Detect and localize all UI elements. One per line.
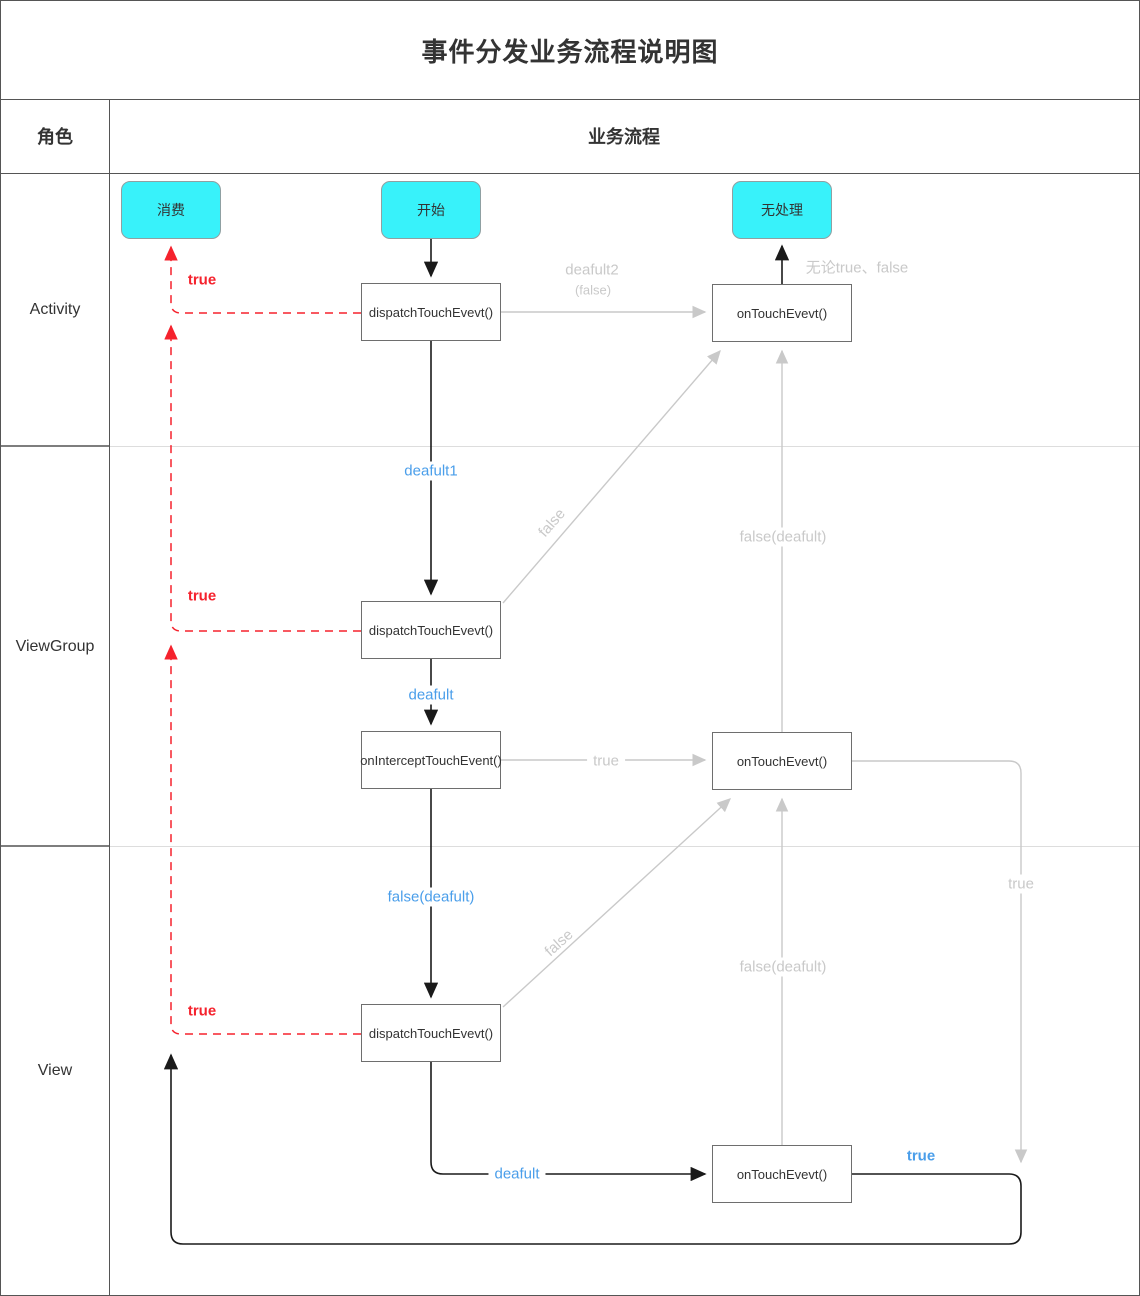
label-deafult1: deafult1 xyxy=(398,461,464,481)
node-viewgroup-intercept: onInterceptTouchEvent() xyxy=(360,731,502,789)
label-deafult-bottom: deafult xyxy=(488,1164,546,1184)
edge-view-dispatch-false-diagonal xyxy=(502,798,732,1008)
node-start: 开始 xyxy=(381,181,481,239)
lane-label-view: View xyxy=(37,1062,73,1079)
page-title: 事件分发业务流程说明图 xyxy=(421,36,719,67)
label-true-bottom: true xyxy=(906,1147,936,1165)
node-consume: 消费 xyxy=(121,181,221,239)
edge-viewgroup-ontouch-true-right xyxy=(852,760,1028,1164)
lane-divider-1-left xyxy=(1,445,109,447)
label-false-diagonal-lower: false xyxy=(541,926,577,960)
label-true-right: true xyxy=(1002,874,1040,894)
label-false-deafult-blue: false(deafult) xyxy=(381,887,481,907)
node-no-handle: 无处理 xyxy=(732,181,832,239)
label-view-true: true xyxy=(187,1002,217,1020)
label-true-mid: true xyxy=(587,751,625,771)
node-viewgroup-ontouch: onTouchEvevt() xyxy=(712,732,852,790)
lane-divider-2-main xyxy=(110,846,1139,847)
edge-view-ontouch-true-loop xyxy=(163,1053,1022,1245)
edge-viewgroup-true-return xyxy=(164,324,361,632)
label-deafult-mid: deafult xyxy=(402,685,460,705)
label-no-matter-true-false: 无论true、false xyxy=(805,259,909,277)
lane-label-viewgroup: ViewGroup xyxy=(15,638,95,655)
lane-label-activity: Activity xyxy=(29,301,81,318)
label-viewgroup-true: true xyxy=(187,587,217,605)
node-view-dispatch: dispatchTouchEvevt() xyxy=(361,1004,501,1062)
process-header-label: 业务流程 xyxy=(588,127,660,147)
role-column-header: 角色 xyxy=(1,99,109,173)
title-bar: 事件分发业务流程说明图 xyxy=(1,1,1139,100)
label-deafult2: deafult2 xyxy=(565,261,619,279)
label-false-diagonal-upper: false xyxy=(535,505,569,541)
edge-view-dispatch-to-view-ontouch xyxy=(430,1062,707,1182)
node-activity-ontouch: onTouchEvevt() xyxy=(712,284,852,342)
node-activity-dispatch: dispatchTouchEvevt() xyxy=(361,283,501,341)
label-false-deafult-lower: false(deafult) xyxy=(733,957,833,977)
role-column-divider xyxy=(109,99,110,1295)
header-row: 角色 业务流程 xyxy=(1,99,1139,174)
edge-viewgroup-dispatch-false-diagonal xyxy=(502,349,721,604)
lane-divider-1-main xyxy=(110,446,1139,447)
lane-divider-2-left xyxy=(1,845,109,847)
process-column-header: 业务流程 xyxy=(109,99,1139,173)
node-viewgroup-dispatch: dispatchTouchEvevt() xyxy=(361,601,501,659)
role-header-label: 角色 xyxy=(37,127,73,147)
label-false-deafult-upper: false(deafult) xyxy=(733,527,833,547)
node-view-ontouch: onTouchEvevt() xyxy=(712,1145,852,1203)
label-activity-true: true xyxy=(187,271,217,289)
edge-view-true-return xyxy=(164,644,361,1035)
label-deafult2-false: (false) xyxy=(574,282,612,298)
